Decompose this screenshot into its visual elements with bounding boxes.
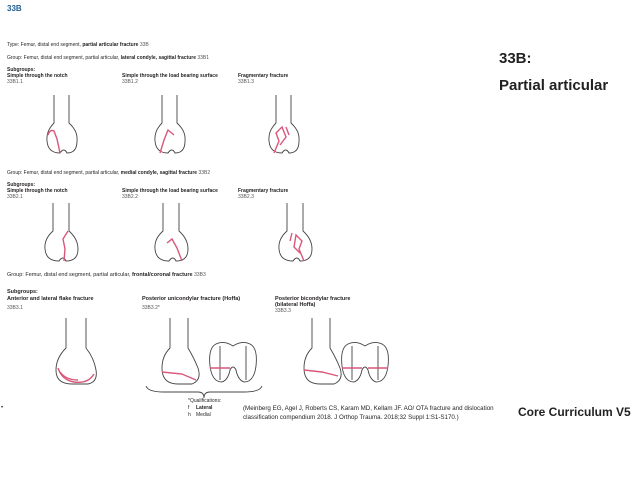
footer-brand: Core Curriculum V5 xyxy=(518,405,631,419)
group-line-33b1: Group: Femur, distal end segment, partia… xyxy=(7,55,210,61)
subgroups-label: Subgroups: xyxy=(7,182,36,188)
slide-title: Partial articular xyxy=(499,77,609,94)
subgroups-label: Subgroups: xyxy=(7,67,36,73)
subgroup-33b3-3: Posterior bicondylar fracture(bilateral … xyxy=(275,296,351,314)
slide-title-code: 33B: xyxy=(499,50,532,67)
femur-33b1-1-illustration xyxy=(46,95,78,154)
subgroups-label: Subgroups: xyxy=(7,289,38,295)
femur-33b3-3-illustration xyxy=(303,318,342,385)
condyles-axial-33b3-3-illustration xyxy=(341,341,389,383)
condyles-axial-33b3-2-illustration xyxy=(209,341,257,383)
femur-33b2-2-illustration xyxy=(154,203,189,262)
classification-code-heading: 33B xyxy=(7,4,22,13)
subgroup-33b3-2: Posterior unicondylar fracture (Hoffa)33… xyxy=(142,296,241,311)
femur-33b3-2-illustration xyxy=(161,318,200,385)
femur-33b1-3-illustration xyxy=(268,95,300,154)
qualifications-label: *Qualifications: xyxy=(188,398,222,404)
citation-line-1: (Meinberg EG, Agel J, Roberts CS, Karam … xyxy=(243,405,494,412)
citation-line-2: classification compendium 2018. J Orthop… xyxy=(243,414,459,421)
femur-33b2-1-illustration xyxy=(44,203,79,262)
femur-33b2-3-illustration xyxy=(278,203,313,262)
femur-33b1-2-illustration xyxy=(154,95,186,154)
qualification-bracket xyxy=(145,385,263,399)
group-line-33b2: Group: Femur, distal end segment, partia… xyxy=(7,170,211,176)
type-line: Type: Femur, distal end segment, partial… xyxy=(7,42,149,48)
femur-33b3-1-illustration xyxy=(55,318,97,385)
group-line-33b3: Group: Femur, distal end segment, partia… xyxy=(7,272,206,278)
citation: (Meinberg EG, Agel J, Roberts CS, Karam … xyxy=(243,404,494,422)
slide-bullet-marker: • xyxy=(1,405,4,411)
